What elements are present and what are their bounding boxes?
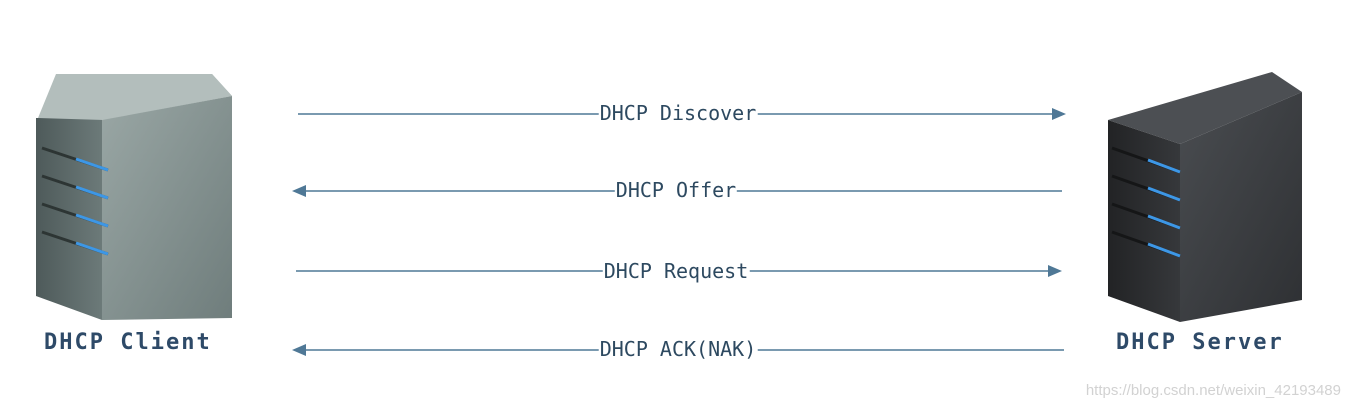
client-drive-bays [41,146,109,256]
client-label: DHCP Client [44,330,212,355]
message-label-ack: DHCP ACK(NAK) [598,336,758,362]
dhcp-server-icon [1108,72,1302,322]
client-server-icon [36,74,232,320]
message-label-discover: DHCP Discover [598,100,758,126]
message-label-offer: DHCP Offer [614,177,738,203]
server-label: DHCP Server [1116,330,1284,355]
message-label-request: DHCP Request [602,258,750,284]
server-drive-bays [1111,146,1181,258]
watermark-text: https://blog.csdn.net/weixin_42193489 [1085,382,1341,399]
